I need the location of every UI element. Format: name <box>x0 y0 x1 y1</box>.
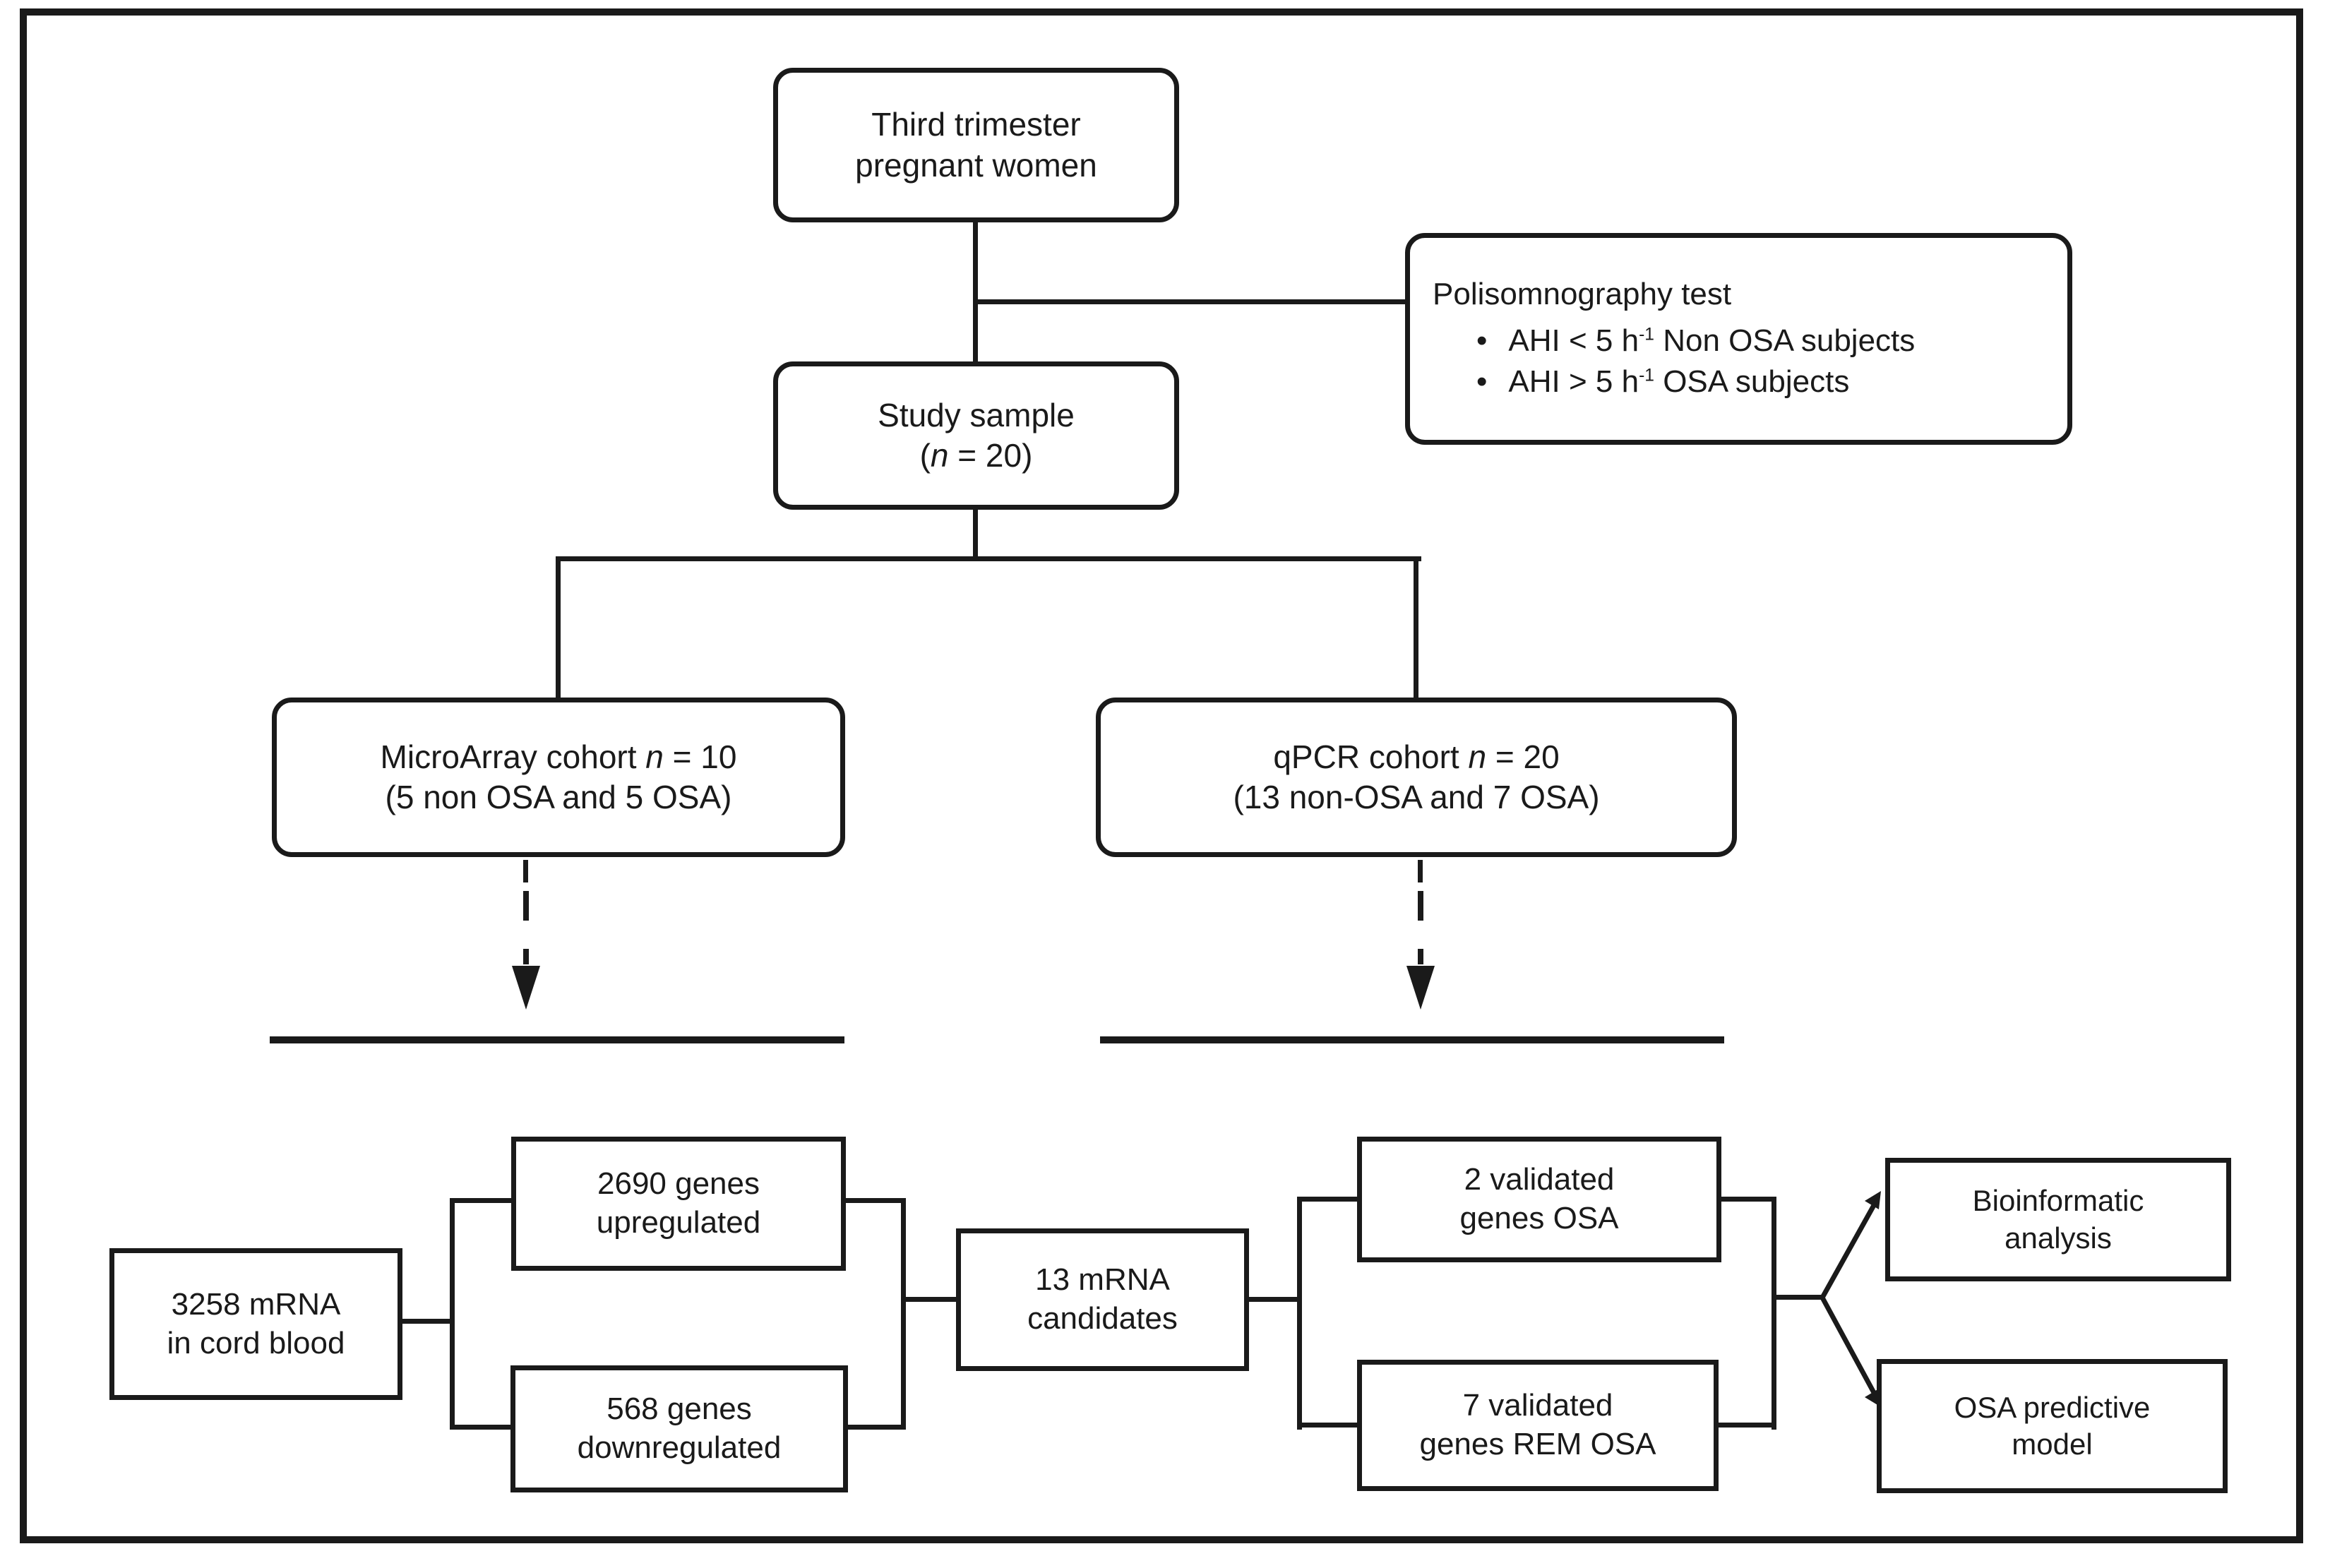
node-osa-predictive-model: OSA predictive model <box>1877 1359 2228 1493</box>
node-qpcr-cohort: qPCR cohort n = 20 (13 non-OSA and 7 OSA… <box>1096 698 1737 857</box>
node-mrna-candidates: 13 mRNA candidates <box>956 1228 1249 1371</box>
bullet-1-sup: -1 <box>1639 325 1654 345</box>
node-qpcr-line2: (13 non-OSA and 7 OSA) <box>1233 779 1600 815</box>
connector-top-to-sample <box>973 222 978 361</box>
connector-candidates-to-split <box>1249 1297 1302 1302</box>
connector-branch-to-upregulated <box>450 1198 511 1203</box>
bullet-1-pre: AHI < 5 h <box>1508 323 1639 359</box>
node-downregulated-line1: 568 genes <box>607 1392 752 1427</box>
diagonal-to-bioinformatic <box>1820 1199 1880 1299</box>
qpcr-pre: qPCR cohort <box>1273 738 1469 775</box>
node-qpcr-line1: qPCR cohort n = 20 <box>1273 737 1559 777</box>
node-validated-genes-osa: 2 validated genes OSA <box>1357 1137 1721 1262</box>
node-validated-rem-line1: 7 validated <box>1462 1388 1613 1423</box>
node-mrna-cord-line2: in cord blood <box>167 1325 345 1360</box>
separator-line-right <box>1100 1036 1724 1043</box>
microarray-n: n <box>645 738 664 775</box>
study-sample-n: n <box>930 437 949 474</box>
fork-diagonals <box>1820 1191 1881 1407</box>
polysomnography-bullet-1: AHI < 5 h-1 Non OSA subjects <box>1433 321 1915 361</box>
node-predictive-line2: model <box>2012 1428 2093 1461</box>
diagonal-to-predictive <box>1820 1296 1880 1399</box>
connector-validated-osa-to-fork <box>1721 1197 1776 1202</box>
polysomnography-bullet-2-text: AHI > 5 h-1 OSA subjects <box>1508 361 1849 402</box>
arrowhead-up-right-icon <box>1865 1191 1881 1209</box>
node-bioinformatic-line2: analysis <box>2005 1221 2112 1255</box>
connector-downregulated-to-merge <box>848 1425 906 1430</box>
split-vertical-right <box>1297 1197 1302 1430</box>
node-candidates-line2: candidates <box>1027 1301 1178 1336</box>
connector-upregulated-to-merge <box>846 1198 906 1203</box>
arrowhead-down-icon <box>1406 966 1435 1010</box>
study-sample-pre: ( <box>919 437 931 474</box>
node-downregulated-line2: downregulated <box>577 1430 782 1465</box>
node-third-trimester-line2: pregnant women <box>855 146 1097 184</box>
merge-vertical-center <box>901 1198 906 1430</box>
connector-to-microarray <box>556 556 561 698</box>
qpcr-n: n <box>1468 738 1487 775</box>
node-third-trimester-line1: Third trimester <box>871 106 1081 143</box>
fork-vertical <box>1772 1197 1776 1430</box>
bullet-1-post: Non OSA subjects <box>1654 323 1916 359</box>
dashed-arrow-left <box>523 891 529 964</box>
node-bioinformatic-analysis: Bioinformatic analysis <box>1885 1158 2231 1281</box>
node-study-sample: Study sample (n = 20) <box>773 361 1179 510</box>
node-mrna-cord-blood: 3258 mRNA in cord blood <box>109 1248 402 1400</box>
bullet-2-pre: AHI > 5 h <box>1508 364 1639 400</box>
node-bioinformatic-line1: Bioinformatic <box>1972 1184 2144 1218</box>
node-validated-genes-rem-osa: 7 validated genes REM OSA <box>1357 1360 1719 1491</box>
connector-sample-down <box>973 510 978 559</box>
connector-split-to-validated-rem <box>1297 1423 1357 1428</box>
qpcr-post: = 20 <box>1486 738 1560 775</box>
node-study-sample-line1: Study sample <box>878 396 1075 433</box>
node-genes-upregulated: 2690 genes upregulated <box>511 1137 846 1271</box>
dashed-arrow-right-stub <box>1418 860 1423 882</box>
microarray-post: = 10 <box>663 738 737 775</box>
connector-branch-to-downregulated <box>450 1425 510 1430</box>
study-sample-post: = 20) <box>948 437 1033 474</box>
node-third-trimester: Third trimester pregnant women <box>773 68 1179 222</box>
arrowhead-down-icon <box>512 966 540 1010</box>
node-validated-osa-line2: genes OSA <box>1459 1201 1619 1235</box>
node-microarray-cohort: MicroArray cohort n = 10 (5 non OSA and … <box>272 698 845 857</box>
polysomnography-title: Polisomnography test <box>1433 276 1732 311</box>
connector-to-qpcr <box>1414 556 1418 698</box>
connector-validated-rem-to-fork <box>1719 1423 1776 1428</box>
node-microarray-line1: MicroArray cohort n = 10 <box>381 737 737 777</box>
connector-split-horizontal <box>556 556 1421 561</box>
microarray-pre: MicroArray cohort <box>380 738 646 775</box>
bullet-2-post: OSA subjects <box>1654 364 1850 400</box>
branch-vertical-left <box>450 1198 455 1430</box>
node-study-sample-line2: (n = 20) <box>920 436 1033 476</box>
connector-cord-to-branch <box>402 1319 455 1324</box>
fork-stub <box>1772 1295 1822 1300</box>
connector-to-polysomnography <box>973 299 1405 304</box>
node-upregulated-line2: upregulated <box>596 1205 761 1240</box>
bullet-icon <box>1476 361 1487 402</box>
node-predictive-line1: OSA predictive <box>1954 1390 2151 1424</box>
node-mrna-cord-line1: 3258 mRNA <box>171 1286 341 1322</box>
node-validated-osa-line1: 2 validated <box>1464 1162 1615 1197</box>
node-polysomnography: Polisomnography test AHI < 5 h-1 Non OSA… <box>1405 233 2072 445</box>
connector-split-to-validated-osa <box>1297 1197 1357 1202</box>
polysomnography-bullet-2: AHI > 5 h-1 OSA subjects <box>1433 361 1849 402</box>
node-genes-downregulated: 568 genes downregulated <box>510 1365 848 1492</box>
node-upregulated-line1: 2690 genes <box>597 1166 760 1202</box>
separator-line-left <box>270 1036 844 1043</box>
arrowhead-down-right-icon <box>1865 1389 1881 1407</box>
polysomnography-bullet-1-text: AHI < 5 h-1 Non OSA subjects <box>1508 321 1915 361</box>
node-microarray-line2: (5 non OSA and 5 OSA) <box>385 779 732 815</box>
node-validated-rem-line2: genes REM OSA <box>1419 1427 1656 1461</box>
node-candidates-line1: 13 mRNA <box>1035 1262 1170 1298</box>
dashed-arrow-left-stub <box>523 860 528 882</box>
connector-merge-to-candidates <box>901 1297 956 1302</box>
dashed-arrow-right <box>1418 891 1423 964</box>
bullet-2-sup: -1 <box>1639 366 1654 385</box>
bullet-icon <box>1476 321 1487 361</box>
